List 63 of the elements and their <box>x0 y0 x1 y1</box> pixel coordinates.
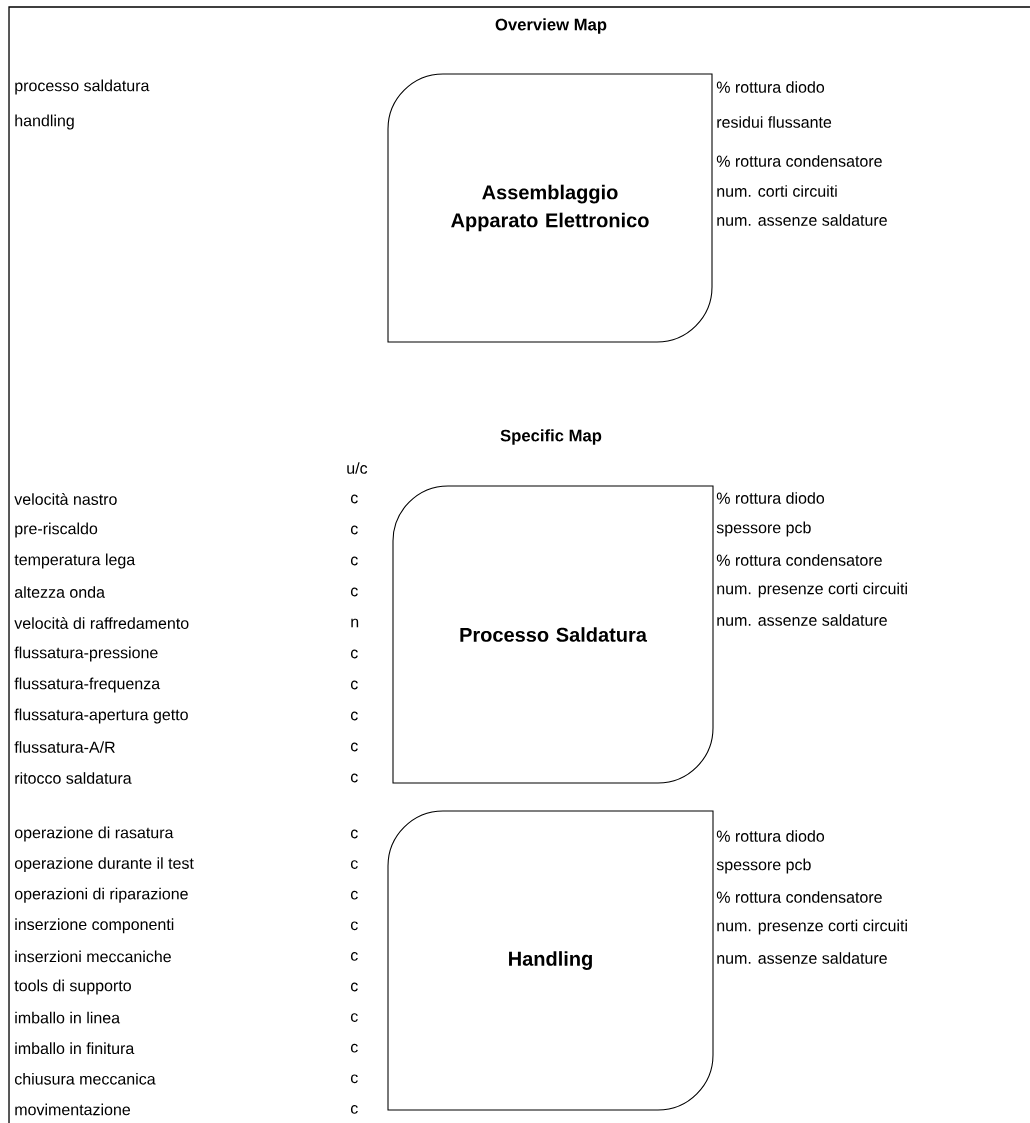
type-code: c <box>350 1013 358 1022</box>
input-label: handling <box>15 114 74 130</box>
type-code: c <box>350 1074 358 1084</box>
input-label: flussatura-A/R <box>14 741 115 753</box>
process-box: Assemblaggio Apparato Elettronico <box>387 73 713 343</box>
output-label: % rottura condensatore <box>716 554 882 566</box>
type-code: c <box>350 890 358 900</box>
input-label: chiusura meccanica <box>14 1072 156 1085</box>
output-label: spessore pcb <box>716 521 811 537</box>
input-label: operazione di rasatura <box>14 826 174 842</box>
output-label: num. assenze saldature <box>717 214 887 226</box>
process-box: Processo Saldatura <box>392 485 714 784</box>
input-label: processo saldatura <box>15 79 150 95</box>
process-box: Handling <box>387 810 714 1111</box>
output-label: % rottura diodo <box>716 492 825 504</box>
type-code: c <box>350 711 358 721</box>
type-code: c <box>350 921 358 931</box>
section-heading: Specific Map <box>500 429 602 445</box>
input-label: imballo in linea <box>15 1011 121 1024</box>
output-label: num. assenze saldature <box>717 614 887 626</box>
type-code: c <box>350 742 358 752</box>
input-label: ritocco saldatura <box>15 772 132 784</box>
type-code: c <box>350 829 358 839</box>
output-label: % rottura condensatore <box>716 155 882 167</box>
output-label: num. presenze corti circuiti <box>717 582 907 598</box>
type-code: c <box>350 952 358 961</box>
type-code: c <box>350 680 358 690</box>
input-label: pre-riscaldo <box>15 522 98 538</box>
input-label: flussatura-apertura getto <box>14 708 188 724</box>
input-label: imballo in finitura <box>15 1042 135 1055</box>
input-label: tools di supporto <box>14 979 131 995</box>
input-label: movimentazione <box>15 1103 131 1116</box>
section-heading: Overview Map <box>495 18 607 34</box>
output-label: num. assenze saldature <box>717 952 887 964</box>
output-label: residui flussante <box>717 116 832 128</box>
output-label: % rottura condensatore <box>716 891 882 903</box>
input-label: velocità nastro <box>14 493 117 505</box>
input-label: velocità di raffredamento <box>14 617 189 629</box>
input-label: temperatura lega <box>14 553 136 569</box>
input-label: operazioni di riparazione <box>14 887 188 903</box>
output-label: num. corti circuiti <box>717 185 837 197</box>
type-code: c <box>350 525 358 535</box>
type-code: c <box>350 773 358 783</box>
type-code: c <box>350 587 358 597</box>
type-code: c <box>350 860 358 869</box>
type-code: c <box>350 494 358 504</box>
input-label: inserzione componenti <box>15 918 174 934</box>
type-code: n <box>351 618 359 628</box>
input-label: operazione durante il test <box>14 857 194 873</box>
type-code: c <box>350 1105 358 1114</box>
output-label: % rottura diodo <box>716 81 825 93</box>
output-label: spessore pcb <box>716 858 811 874</box>
type-code: c <box>350 1043 358 1053</box>
type-code: c <box>350 982 358 992</box>
output-label: % rottura diodo <box>716 830 825 842</box>
input-label: flussatura-frequenza <box>14 677 161 693</box>
input-label: altezza onda <box>14 586 105 598</box>
column-heading: u/c <box>347 462 368 474</box>
output-label: num. presenze corti circuiti <box>717 919 907 935</box>
type-code: c <box>350 556 358 566</box>
input-label: inserzioni meccaniche <box>15 950 171 963</box>
input-label: flussatura-pressione <box>14 646 158 662</box>
type-code: c <box>350 649 358 659</box>
